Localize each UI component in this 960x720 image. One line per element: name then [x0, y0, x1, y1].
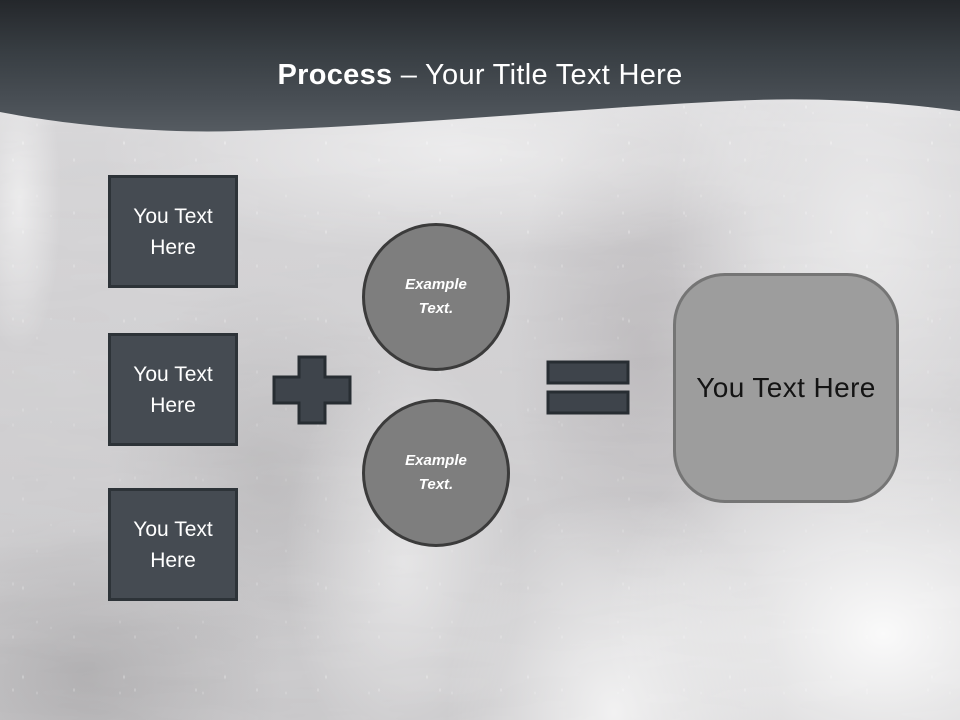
example-circle-1[interactable]: Example Text. [362, 223, 510, 371]
example-circle-1-label: Example Text. [405, 276, 467, 317]
plus-icon[interactable] [270, 353, 354, 427]
example-circle-2[interactable]: Example Text. [362, 399, 510, 547]
step-box-1[interactable]: You Text Here [108, 175, 238, 288]
step-box-2[interactable]: You Text Here [108, 333, 238, 446]
equals-icon[interactable] [544, 358, 632, 416]
step-box-2-label: You Text Here [133, 362, 213, 417]
slide-title-rest: – Your Title Text Here [392, 59, 683, 91]
example-circle-2-label: Example Text. [405, 452, 467, 493]
step-box-3-label: You Text Here [133, 517, 213, 572]
result-box[interactable]: You Text Here [673, 273, 899, 503]
step-box-3[interactable]: You Text Here [108, 488, 238, 601]
result-box-label: You Text Here [696, 372, 876, 403]
slide-title[interactable]: Process – Your Title Text Here [0, 58, 960, 92]
step-box-1-label: You Text Here [133, 204, 213, 259]
slide-title-emphasis: Process [277, 59, 393, 91]
